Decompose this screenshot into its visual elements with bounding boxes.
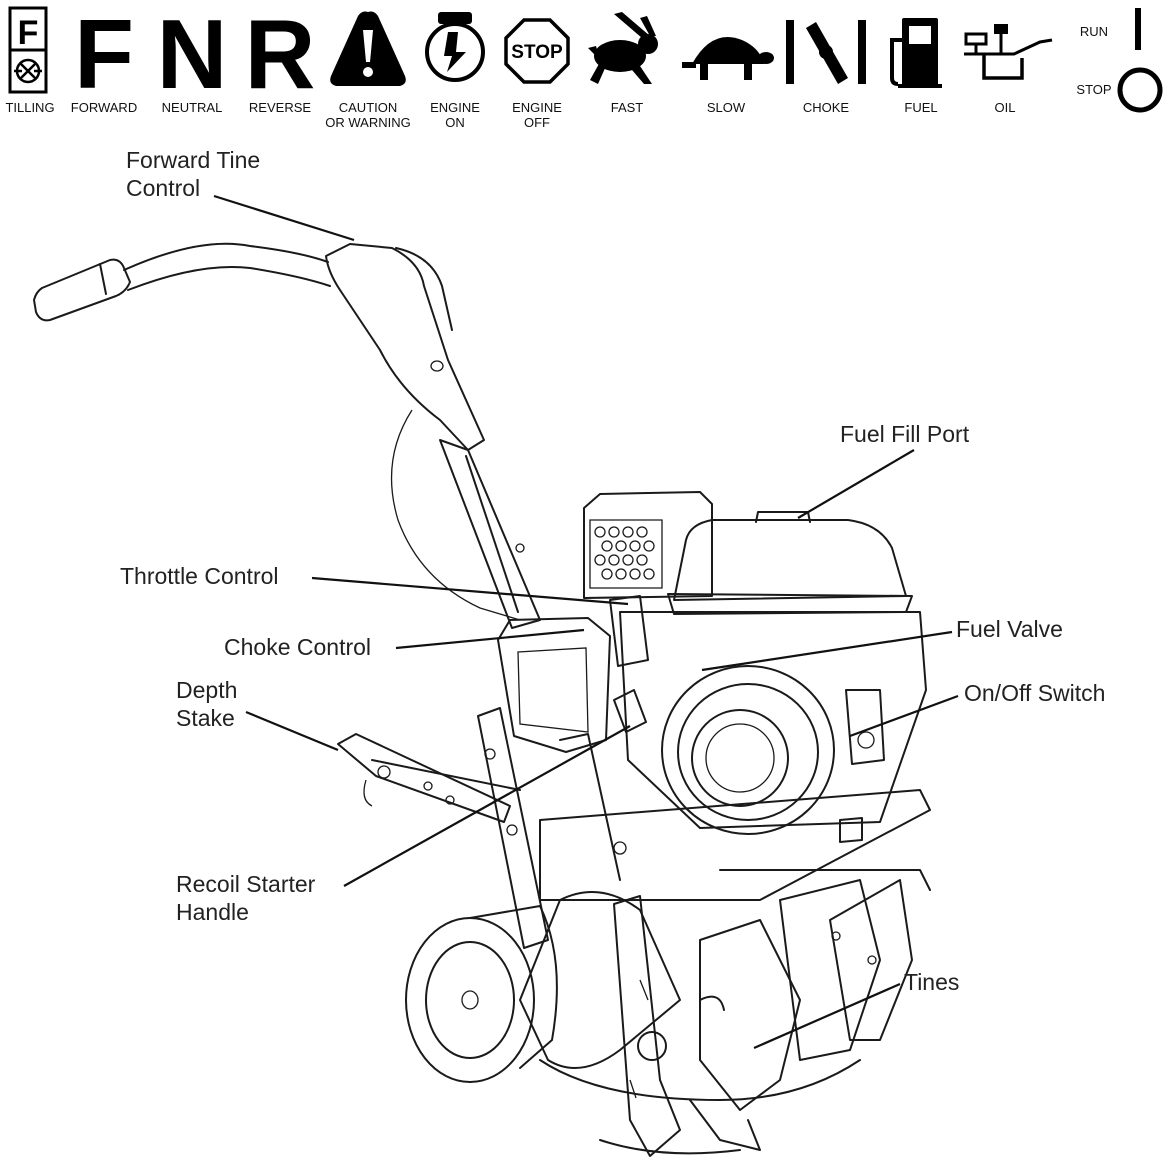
label-tines: Tines: [904, 969, 959, 995]
oil-can-icon: [964, 24, 1053, 80]
callout-labels: Forward Tine Control Fuel Fill Port Thro…: [120, 147, 1105, 995]
label-depth-stake-1: Depth: [176, 677, 237, 703]
symbol-fast: FAST: [588, 12, 658, 115]
fuel-pump-icon: [890, 18, 942, 88]
label-fuel-valve: Fuel Valve: [956, 616, 1063, 642]
fuel-caption: FUEL: [904, 100, 937, 115]
engine-off-caption-2: OFF: [524, 115, 550, 130]
symbol-oil: OIL: [964, 24, 1053, 115]
label-forward-tine-1: Forward Tine: [126, 147, 260, 173]
leader-depth-stake: [245, 710, 339, 752]
engine-off-caption-1: ENGINE: [512, 100, 562, 115]
symbol-neutral: N NEUTRAL: [157, 0, 228, 115]
label-recoil-1: Recoil Starter: [176, 871, 316, 897]
tines: [519, 879, 913, 1157]
symbol-reverse: R REVERSE: [245, 0, 316, 115]
tilling-letter: F: [18, 14, 39, 52]
tilling-caption: TILLING: [5, 100, 54, 115]
symbol-forward: F FORWARD: [71, 0, 137, 115]
leader-on-off: [849, 694, 959, 738]
air-filter-grille: [594, 526, 655, 580]
slow-caption: SLOW: [707, 100, 746, 115]
caution-caption-2: OR WARNING: [325, 115, 410, 130]
run-caption: RUN: [1080, 24, 1108, 39]
oil-caption: OIL: [995, 100, 1016, 115]
leader-tines: [753, 982, 901, 1050]
leader-forward-tine: [213, 194, 355, 242]
fast-caption: FAST: [611, 100, 644, 115]
caution-icon: [330, 11, 406, 86]
neutral-caption: NEUTRAL: [162, 100, 223, 115]
leader-lines: [213, 194, 959, 1050]
stop-caption: STOP: [1076, 82, 1111, 97]
engine-on-icon: [425, 12, 485, 82]
rabbit-icon: [588, 12, 658, 84]
label-choke-control: Choke Control: [224, 634, 371, 660]
leader-fuel-valve: [701, 630, 953, 672]
wheel: [405, 905, 558, 1083]
symbol-tilling: F TILLING: [5, 6, 55, 115]
run-icon: [1135, 8, 1141, 50]
engine: [497, 491, 927, 843]
choke-caption: CHOKE: [803, 100, 850, 115]
label-fuel-fill-port: Fuel Fill Port: [840, 421, 970, 447]
engine-on-caption-1: ENGINE: [430, 100, 480, 115]
tiller-drawing: [33, 242, 931, 1157]
reverse-caption: REVERSE: [249, 100, 311, 115]
leader-throttle: [311, 576, 629, 606]
label-throttle-control: Throttle Control: [120, 563, 279, 589]
choke-icon: [786, 20, 866, 84]
symbol-fuel: FUEL: [890, 18, 942, 115]
label-recoil-2: Handle: [176, 899, 249, 925]
stop-sign-text: STOP: [511, 42, 563, 63]
label-on-off-switch: On/Off Switch: [964, 680, 1105, 706]
symbol-caution: CAUTION OR WARNING: [325, 11, 411, 130]
turtle-icon: [682, 37, 774, 80]
depth-stake: [337, 733, 521, 823]
forward-letter: F: [74, 0, 134, 109]
leader-fuel-fill-port: [797, 449, 915, 519]
symbol-engine-off: STOP ENGINE OFF: [504, 18, 570, 130]
caution-caption-1: CAUTION: [339, 100, 398, 115]
frame: [477, 707, 931, 949]
stop-sign-icon: STOP: [504, 18, 570, 84]
reverse-letter: R: [245, 0, 316, 109]
forward-caption: FORWARD: [71, 100, 137, 115]
leader-recoil: [343, 725, 631, 887]
symbol-slow: SLOW: [682, 37, 774, 115]
symbol-choke: CHOKE: [786, 20, 866, 115]
leader-choke: [395, 628, 585, 650]
neutral-letter: N: [157, 0, 228, 109]
stop-icon: [1117, 67, 1163, 113]
symbol-engine-on: ENGINE ON: [425, 12, 485, 130]
engine-on-caption-2: ON: [445, 115, 465, 130]
symbol-legend: F TILLING F FORWARD N NEUTRAL R REVERSE: [5, 0, 1163, 130]
label-forward-tine-2: Control: [126, 175, 200, 201]
symbol-run-stop: RUN STOP: [1076, 8, 1163, 113]
label-depth-stake-2: Stake: [176, 705, 235, 731]
handlebar: [33, 242, 541, 629]
tilling-icon: [14, 58, 42, 84]
